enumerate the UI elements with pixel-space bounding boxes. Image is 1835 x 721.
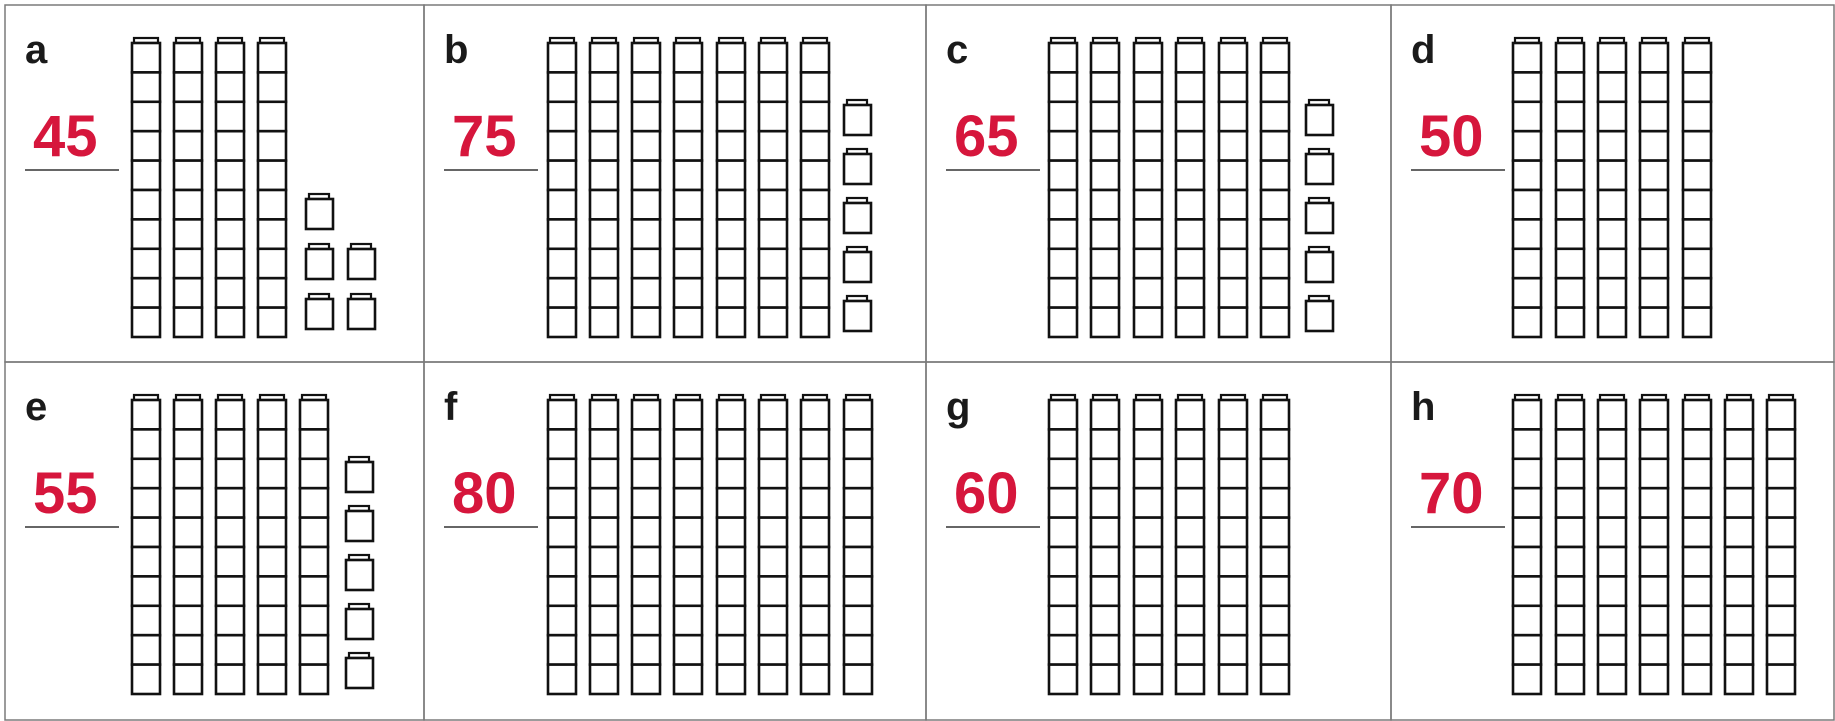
- tens-rod: [216, 38, 244, 337]
- panel-b: b 75: [424, 5, 926, 362]
- tens-rod: [1725, 395, 1753, 694]
- tens-rod: [1640, 395, 1668, 694]
- panel-d: d 50: [1391, 5, 1834, 362]
- tens-rod: [1049, 395, 1077, 694]
- ones-cube: [348, 294, 375, 329]
- panel-c: c 65: [926, 5, 1391, 362]
- tens-rod: [1640, 38, 1668, 337]
- tens-rod: [1683, 38, 1711, 337]
- tens-rod: [1261, 395, 1289, 694]
- tens-rod: [1219, 395, 1247, 694]
- panel-a: a 45: [5, 5, 424, 362]
- panel-label: d: [1411, 28, 1435, 72]
- ones-cube: [306, 294, 333, 329]
- tens-rod: [632, 395, 660, 694]
- tens-rod: [174, 395, 202, 694]
- panel-f: f 80: [424, 362, 926, 720]
- tens-rod: [759, 395, 787, 694]
- tens-rod: [801, 395, 829, 694]
- ones-cube: [844, 247, 871, 282]
- tens-rod: [1219, 38, 1247, 337]
- tens-rod: [216, 395, 244, 694]
- answer-value: 60: [954, 461, 1019, 526]
- tens-rod: [1556, 38, 1584, 337]
- ones-cube: [306, 244, 333, 279]
- tens-rod: [132, 38, 160, 337]
- panels-grid: a 45 b 75 c 65 d 50 e 55 f 80 g 60 h 70: [5, 5, 1834, 720]
- ones-cube: [346, 604, 373, 639]
- tens-rod: [1134, 38, 1162, 337]
- tens-rod: [632, 38, 660, 337]
- ones-cube: [346, 457, 373, 492]
- panel-g: g 60: [926, 362, 1391, 720]
- tens-rod: [300, 395, 328, 694]
- tens-rod: [590, 38, 618, 337]
- tens-rod: [759, 38, 787, 337]
- ones-cube: [844, 198, 871, 233]
- tens-rod: [1556, 395, 1584, 694]
- panel-label: b: [444, 28, 468, 72]
- tens-rod: [1134, 395, 1162, 694]
- tens-rod: [548, 395, 576, 694]
- tens-rod: [1683, 395, 1711, 694]
- tens-rod: [132, 395, 160, 694]
- tens-rod: [717, 395, 745, 694]
- tens-rod: [1598, 395, 1626, 694]
- ones-cube: [1306, 247, 1333, 282]
- tens-rod: [1767, 395, 1795, 694]
- ones-cube: [348, 244, 375, 279]
- tens-rod: [801, 38, 829, 337]
- ones-cube: [844, 100, 871, 135]
- tens-rod: [1176, 395, 1204, 694]
- tens-rod: [258, 38, 286, 337]
- ones-cube: [306, 194, 333, 229]
- tens-rod: [1176, 38, 1204, 337]
- panel-label: f: [444, 385, 458, 429]
- tens-rod: [1513, 395, 1541, 694]
- answer-value: 45: [33, 104, 98, 169]
- tens-rod: [1513, 38, 1541, 337]
- panel-label: e: [25, 385, 47, 429]
- tens-rod: [674, 395, 702, 694]
- ones-cube: [844, 296, 871, 331]
- tens-rod: [258, 395, 286, 694]
- ones-cube: [1306, 149, 1333, 184]
- answer-value: 70: [1419, 461, 1484, 526]
- tens-rod: [1598, 38, 1626, 337]
- panel-e: e 55: [5, 362, 424, 720]
- ones-cube: [1306, 100, 1333, 135]
- panel-label: a: [25, 28, 48, 72]
- answer-value: 55: [33, 461, 98, 526]
- panel-h: h 70: [1391, 362, 1834, 720]
- tens-rod: [1049, 38, 1077, 337]
- tens-rod: [548, 38, 576, 337]
- ones-cube: [844, 149, 871, 184]
- tens-rod: [1261, 38, 1289, 337]
- panel-label: h: [1411, 385, 1435, 429]
- answer-value: 75: [452, 104, 517, 169]
- tens-rod: [1091, 38, 1119, 337]
- answer-value: 50: [1419, 104, 1484, 169]
- tens-rod: [844, 395, 872, 694]
- ones-cube: [1306, 198, 1333, 233]
- ones-cube: [1306, 296, 1333, 331]
- tens-rod: [1091, 395, 1119, 694]
- tens-rod: [674, 38, 702, 337]
- panel-label: c: [946, 28, 968, 72]
- tens-rod: [717, 38, 745, 337]
- answer-value: 65: [954, 104, 1019, 169]
- tens-rod: [174, 38, 202, 337]
- answer-value: 80: [452, 461, 517, 526]
- panel-label: g: [946, 385, 970, 429]
- ones-cube: [346, 506, 373, 541]
- ones-cube: [346, 555, 373, 590]
- ones-cube: [346, 653, 373, 688]
- tens-rod: [590, 395, 618, 694]
